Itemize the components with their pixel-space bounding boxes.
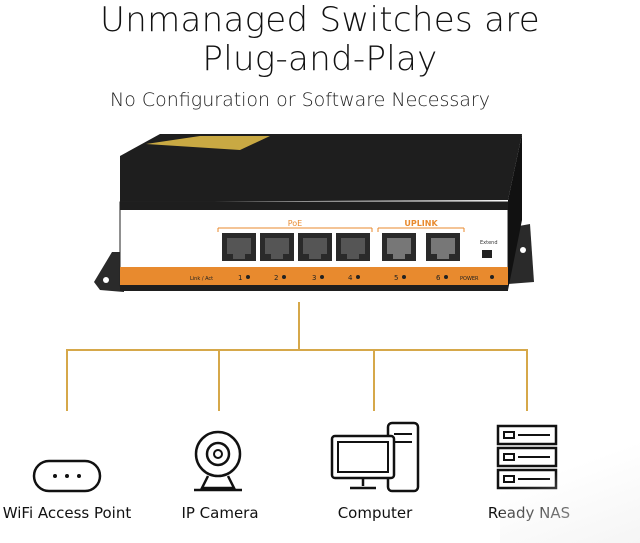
connector-drop-4 <box>526 349 528 411</box>
port-6 <box>426 233 460 261</box>
extend-label: Extend <box>480 240 498 246</box>
background-gradient <box>500 423 640 543</box>
connector-drop-1 <box>66 349 68 411</box>
connector-bus <box>66 349 528 351</box>
connector-trunk <box>298 302 300 350</box>
network-switch: PoE UPLINK Extend Link / Act 1 2 3 4 5 6… <box>94 134 534 292</box>
poe-label: PoE <box>288 219 303 228</box>
link-act-label: Link / Act <box>190 276 213 282</box>
power-label: POWER <box>460 276 479 282</box>
headline-line-1: Unmanaged Switches are <box>100 0 540 40</box>
connector-drop-2 <box>218 349 220 411</box>
port-3 <box>298 233 332 261</box>
port-number-4: 4 <box>348 274 353 282</box>
uplink-label: UPLINK <box>404 219 438 228</box>
port-number-2: 2 <box>274 274 278 282</box>
computer-icon <box>330 421 420 493</box>
subheadline: No Configuration or Software Necessary <box>110 89 490 111</box>
ip-camera-icon <box>194 430 242 492</box>
port-number-3: 3 <box>312 274 316 282</box>
port-number-1: 1 <box>238 274 242 282</box>
port-5 <box>382 233 416 261</box>
mount-ear-left <box>94 252 124 292</box>
port-number-6: 6 <box>436 274 441 282</box>
connector-drop-3 <box>373 349 375 411</box>
headline-line-2: Plug-and-Play <box>202 39 438 79</box>
port-4 <box>336 233 370 261</box>
extend-toggle <box>482 250 492 258</box>
port-number-5: 5 <box>394 274 398 282</box>
device-label-ip-camera: IP Camera <box>181 504 259 522</box>
wifi-access-point-icon <box>32 459 102 493</box>
device-label-computer: Computer <box>337 504 413 522</box>
port-2 <box>260 233 294 261</box>
device-label-wifi-access-point: WiFi Access Point <box>2 504 132 522</box>
switch-top <box>120 134 522 202</box>
port-1 <box>222 233 256 261</box>
